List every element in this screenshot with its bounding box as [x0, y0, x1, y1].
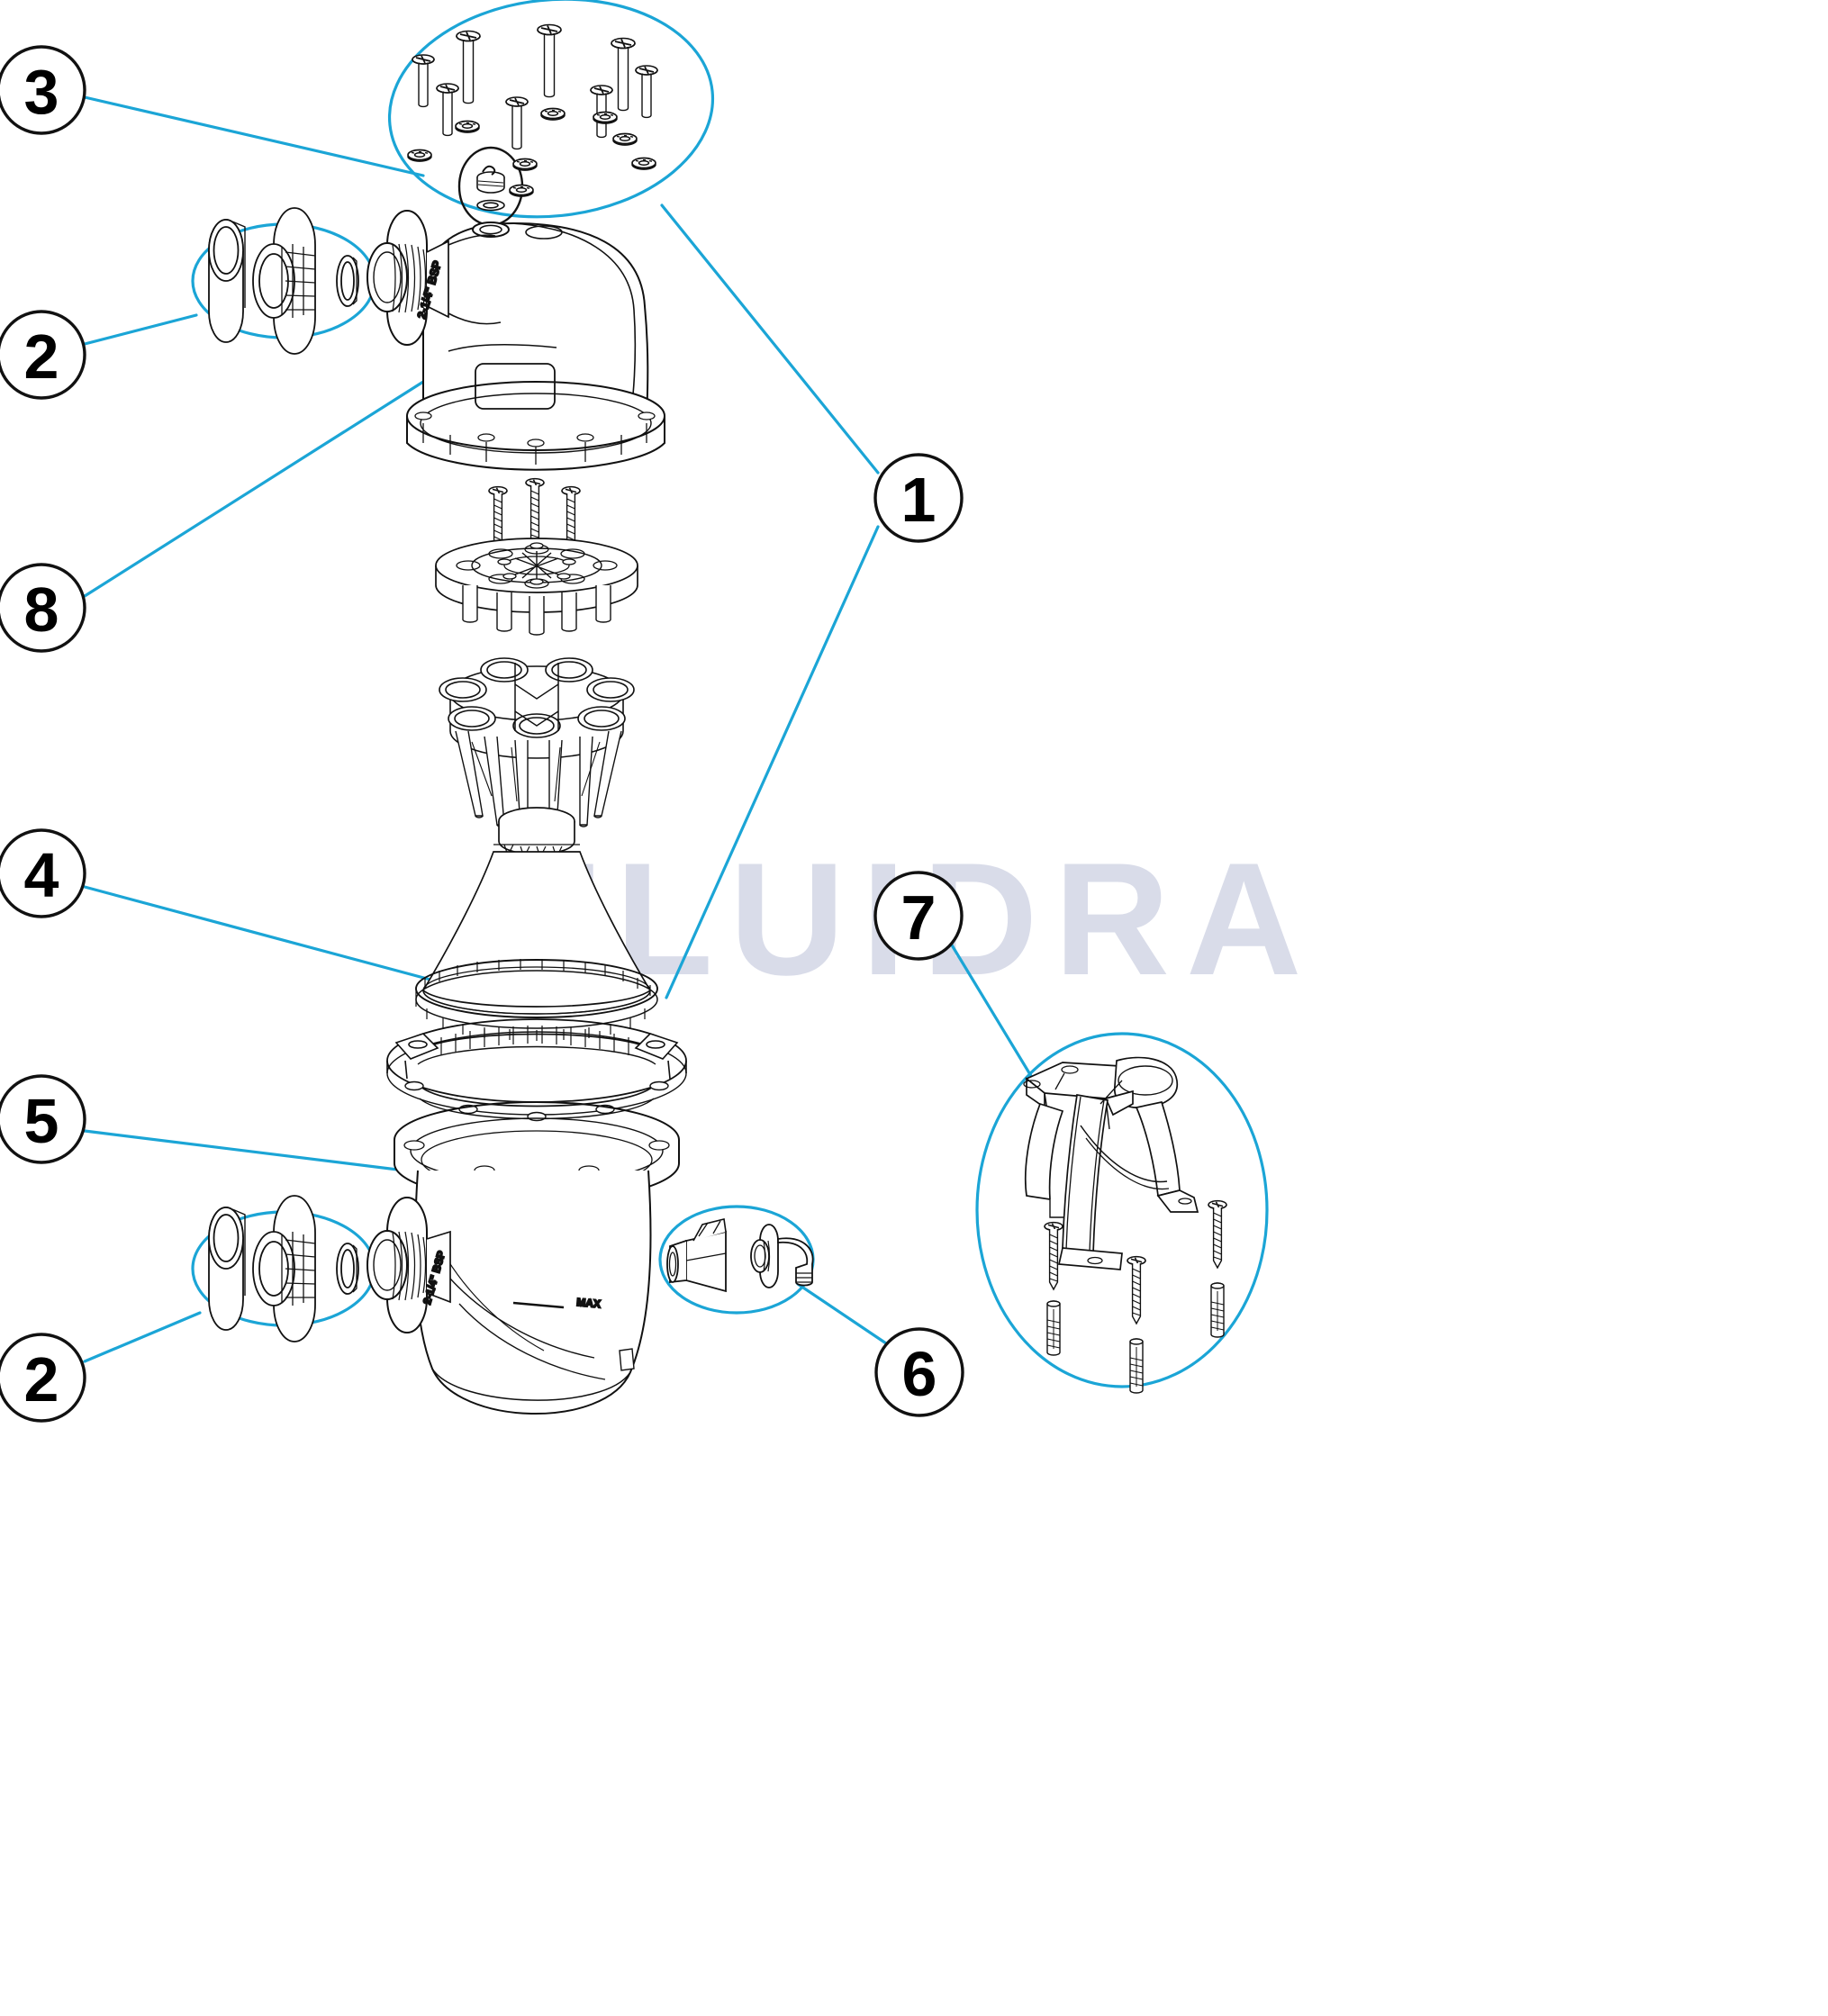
callout-2-top-number: 2: [24, 321, 59, 392]
clamp-ring-gasket: [415, 959, 658, 1041]
tank-max-label: MAX: [576, 1296, 602, 1310]
leader-7: [949, 942, 1036, 1082]
callout-7[interactable]: 7: [873, 871, 964, 961]
diffuser-cone: [421, 807, 652, 1015]
o-ring-top: [336, 255, 359, 307]
callout-2-top[interactable]: 2: [0, 310, 86, 400]
lateral-assembly: [439, 657, 635, 831]
callout-balloons[interactable]: 3 2 8 4 5 2 1 7: [0, 45, 964, 1423]
drain-valve-kit: [666, 1218, 814, 1293]
callout-4-number: 4: [24, 840, 59, 910]
leader-6: [796, 1282, 893, 1349]
callout-5-number: 5: [24, 1086, 59, 1156]
leader-8: [83, 380, 425, 598]
adapter-socket-top: [208, 219, 246, 343]
callout-6[interactable]: 6: [874, 1327, 964, 1417]
callout-1-number: 1: [901, 465, 937, 535]
callout-3[interactable]: 3: [0, 45, 86, 135]
callout-2-bottom[interactable]: 2: [0, 1333, 86, 1423]
callout-2-bottom-number: 2: [24, 1344, 59, 1415]
callout-6-number: 6: [902, 1339, 937, 1409]
bleed-plug: [476, 165, 505, 212]
ball-valve: [666, 1218, 727, 1293]
lateral-hub-plate: [435, 477, 638, 636]
leader-4: [83, 885, 432, 981]
callout-4[interactable]: 4: [0, 828, 86, 918]
union-nut-top: [252, 207, 316, 355]
callout-1[interactable]: 1: [873, 453, 964, 543]
callout-3-number: 3: [24, 57, 59, 127]
callout-8[interactable]: 8: [0, 563, 86, 653]
highlight-bubbles: [191, 0, 1269, 1388]
leader-1-lower: [665, 525, 880, 999]
union-fitting-kit-bottom: [208, 1195, 359, 1342]
bubble-mounting-base: [975, 1032, 1269, 1388]
filter-tank-body: MAX 2-1/4" BSP: [367, 1101, 680, 1415]
leader-1-upper: [660, 203, 880, 475]
callout-7-number: 7: [901, 882, 937, 953]
bubble-screw-kit: [387, 0, 715, 219]
callout-8-number: 8: [24, 574, 59, 645]
union-fitting-kit-top: [208, 207, 359, 355]
screw-and-washer-kit: [407, 23, 658, 197]
o-ring-bottom: [336, 1243, 359, 1295]
hose-barb-elbow: [750, 1224, 814, 1288]
mounting-base-kit: [1023, 1056, 1227, 1394]
leader-lines: [83, 95, 1036, 1363]
union-nut-bottom: [252, 1195, 316, 1342]
clamp-collar: [386, 1018, 687, 1122]
callout-5[interactable]: 5: [0, 1074, 86, 1164]
mounting-bracket: [1023, 1056, 1199, 1270]
leader-2-bottom: [83, 1311, 202, 1363]
filter-head-lid: 2-1/4" BSP: [367, 210, 665, 471]
leader-3: [83, 95, 425, 177]
leader-2-top: [83, 313, 198, 346]
adapter-socket-bottom: [208, 1207, 246, 1331]
